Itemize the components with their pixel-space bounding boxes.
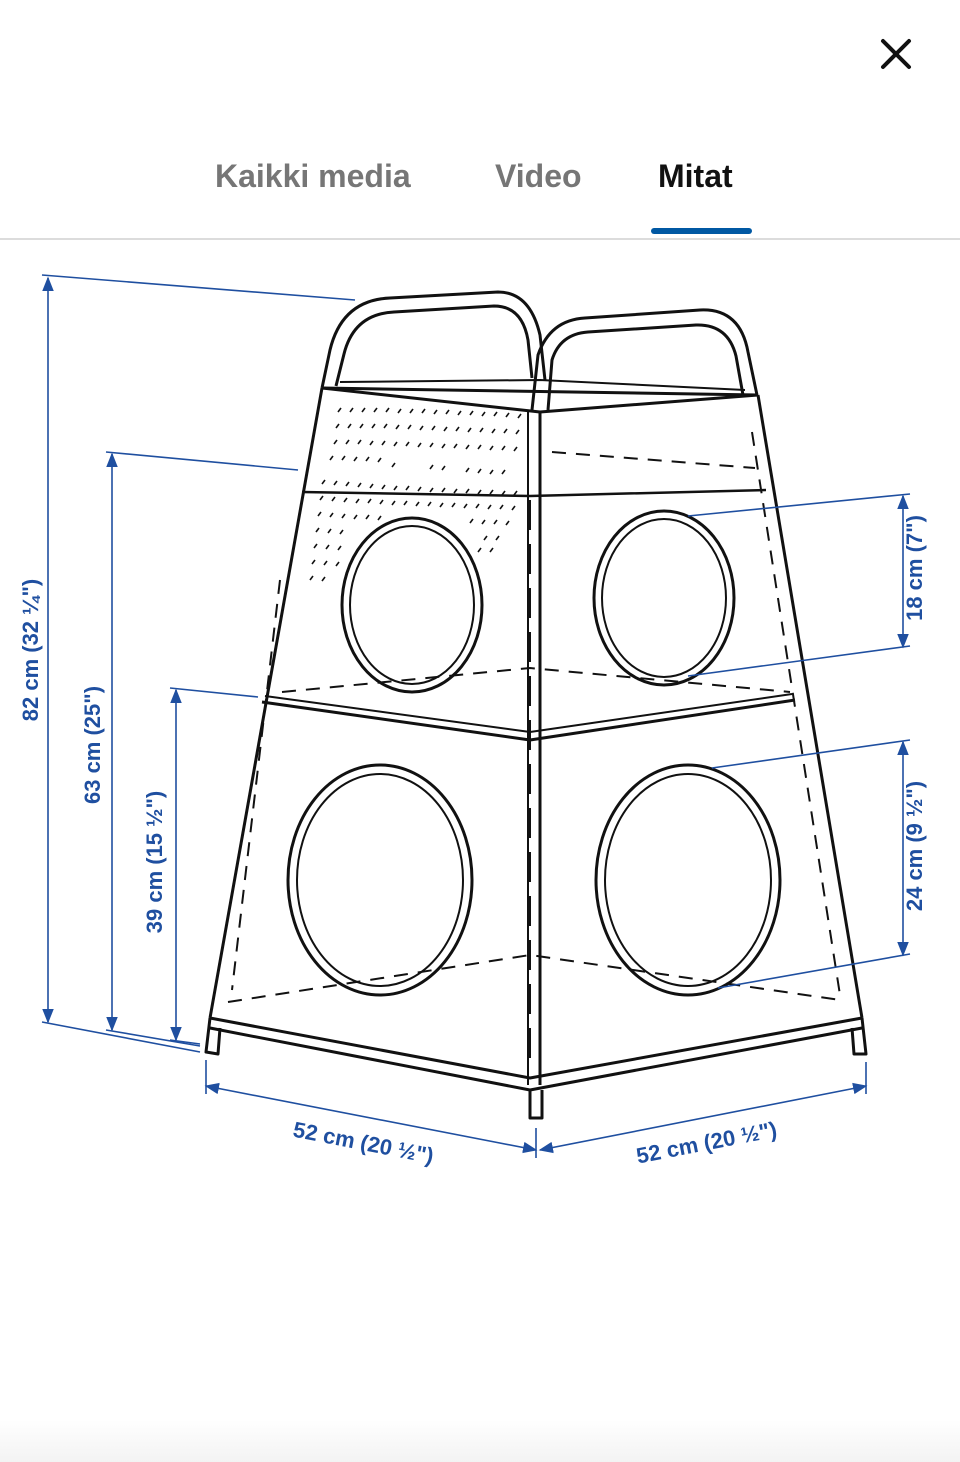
dimension-lines [41,274,911,1158]
perforation-pattern [309,407,522,582]
dim-width-left: 52 cm (20 ½") [291,1117,436,1169]
close-icon [881,39,911,69]
dim-height-mid: 63 cm (25") [80,686,105,804]
tab-all-media[interactable]: Kaikki media [215,158,411,194]
media-tabs: Kaikki media Video Mitat [0,150,960,240]
tab-video[interactable]: Video [495,158,582,194]
hidden-lines [227,431,841,1070]
dim-hole-top: 18 cm (7") [902,515,927,621]
bottom-fade [0,1420,960,1462]
tab-dimensions[interactable]: Mitat [658,158,733,194]
dim-height-low: 39 cm (15 ½") [142,791,167,934]
dimensions-diagram: 82 cm (32 ¼") 63 cm (25") 39 cm (15 ½") … [18,274,927,1169]
dim-height-total: 82 cm (32 ¼") [18,579,43,722]
close-button[interactable] [870,28,922,80]
dim-hole-bottom: 24 cm (9 ½") [902,781,927,911]
cat-house-drawing [204,290,868,1120]
active-tab-indicator [651,228,752,234]
dim-width-right: 52 cm (20 ½") [634,1117,779,1169]
tabs-divider [0,238,960,240]
